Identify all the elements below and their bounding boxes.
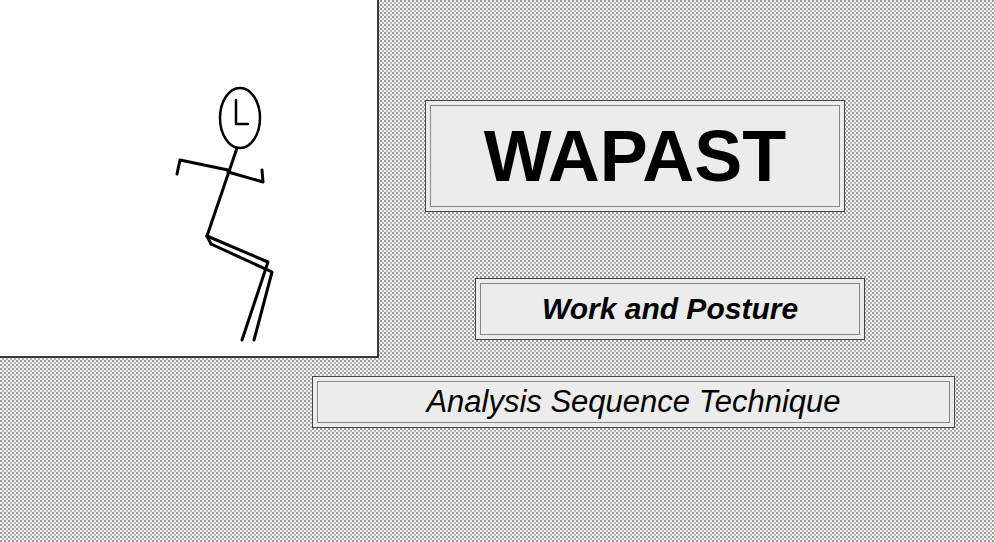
subtitle-box: Work and Posture [475,278,865,340]
box-text: Analysis Sequence Technique [426,384,840,420]
stick-figure [177,88,272,340]
clock-hands [236,100,248,124]
subtitle-box: Analysis Sequence Technique [312,376,955,428]
white-panel [0,0,378,357]
box-text: WAPAST [484,115,787,197]
panel-edge [0,0,378,357]
box-text: Work and Posture [542,292,798,326]
title-box: WAPAST [425,100,845,212]
